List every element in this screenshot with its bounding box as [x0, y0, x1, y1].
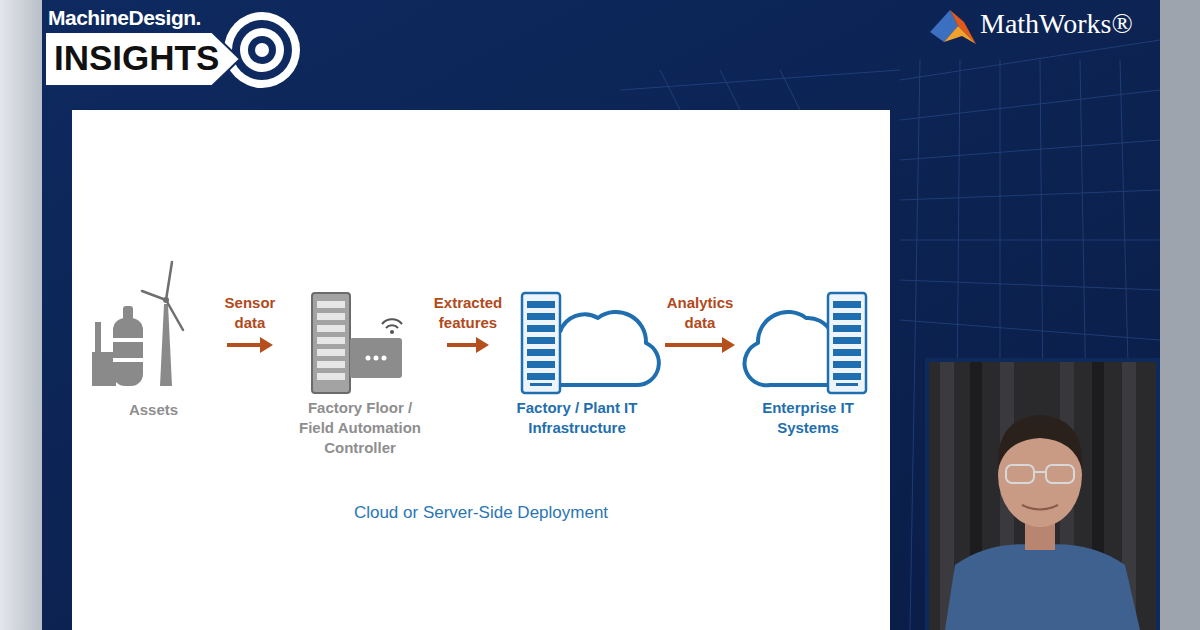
arrow-head: [476, 337, 489, 353]
logo-text: INSIGHTS: [54, 37, 219, 79]
side-band: [1160, 0, 1200, 630]
asset-node: Factory Floor / Field Automation Control…: [278, 288, 442, 460]
logo-text: MathWorks®: [980, 8, 1133, 40]
asset-node: Assets: [85, 288, 222, 423]
arrow-head: [722, 337, 735, 353]
node-label: Factory / Plant IT Infrastructure: [507, 398, 647, 438]
arrow-shaft: [447, 343, 479, 347]
asset-node: Enterprise IT Systems: [740, 288, 876, 440]
edge-label: Sensor data: [210, 293, 290, 333]
presenter-video: [925, 358, 1160, 630]
edge-label: Extracted features: [428, 293, 508, 333]
plant-it-illustration: [522, 293, 659, 393]
node-label: Factory Floor / Field Automation Control…: [295, 398, 425, 458]
asset-node: Factory / Plant IT Infrastructure: [494, 288, 660, 440]
enterprise-it-illustration: [745, 293, 866, 393]
node-label: Enterprise IT Systems: [747, 398, 869, 438]
logo-text: MachineDesign.: [48, 6, 201, 30]
slide-panel: [72, 110, 890, 630]
arrow-shaft: [665, 343, 725, 347]
mathworks-logo-icon: [930, 10, 976, 44]
node-label: Assets: [94, 400, 214, 420]
flow-arrow: [227, 337, 273, 353]
flow-arrow: [665, 337, 735, 353]
arrow-head: [260, 337, 273, 353]
edge-label: Analytics data: [660, 293, 740, 333]
flow-arrow: [447, 337, 489, 353]
side-band: [0, 0, 42, 630]
controller-illustration: [312, 293, 402, 393]
assets-illustration: [92, 262, 183, 386]
arrow-shaft: [227, 343, 263, 347]
caption-text: Cloud or Server-Side Deployment: [281, 502, 681, 524]
